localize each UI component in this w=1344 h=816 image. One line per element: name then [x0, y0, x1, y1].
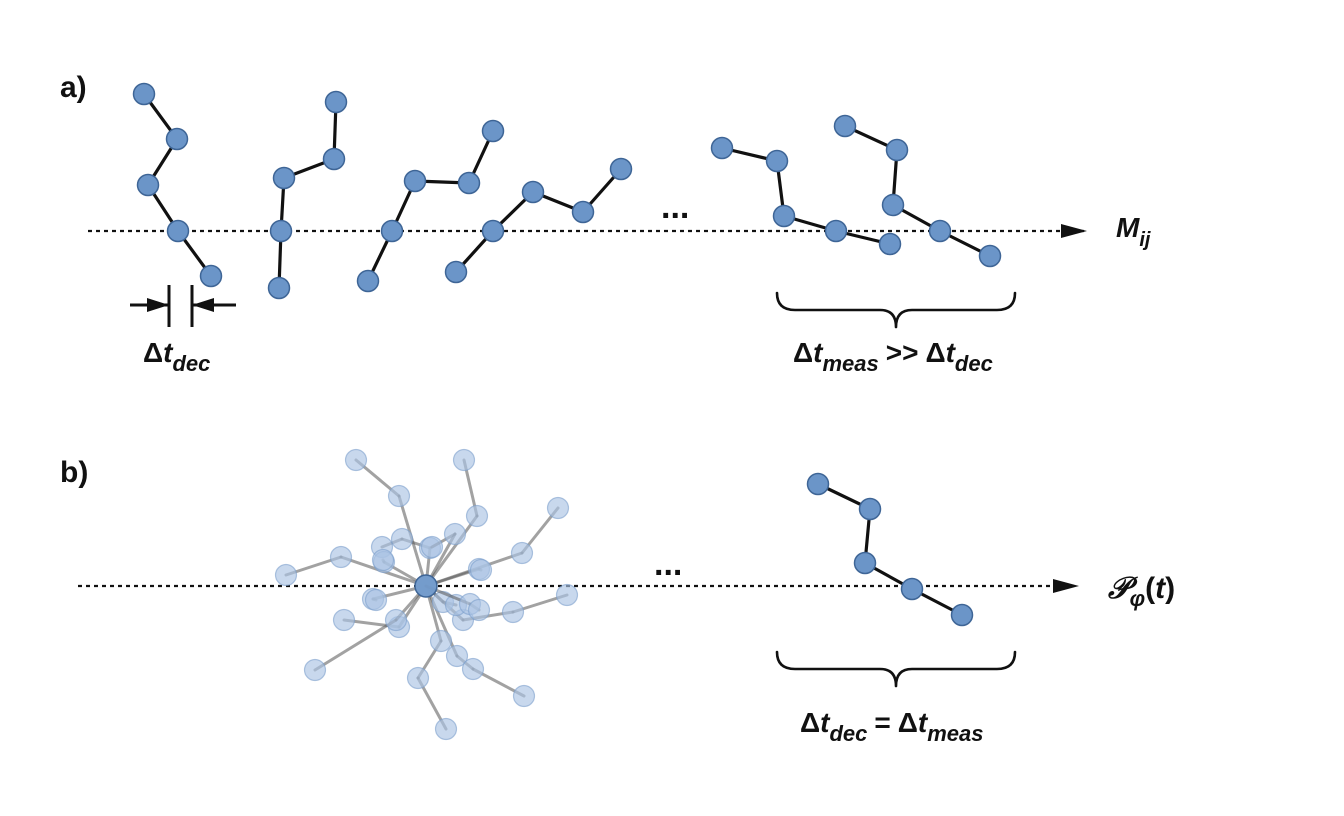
chain-node: [501, 600, 525, 624]
chain-node: [420, 535, 444, 559]
chain-node: [445, 644, 469, 668]
chain-node: [765, 149, 789, 173]
chain-node: [387, 484, 411, 508]
chain-node: [166, 219, 190, 243]
chain-node: [356, 269, 380, 293]
chain-node: [329, 545, 353, 569]
chain-node: [833, 114, 857, 138]
chain-node: [521, 180, 545, 204]
chain-node: [571, 200, 595, 224]
chain-node: [332, 608, 356, 632]
chain-node: [132, 82, 156, 106]
equal-time-label: Δtdec=Δtmeas: [800, 707, 983, 746]
chain-node: [390, 527, 414, 551]
chain-node: [322, 147, 346, 171]
chain-node: [950, 603, 974, 627]
chain-bond: [424, 514, 479, 588]
chain-node: [885, 138, 909, 162]
chain-node: [853, 551, 877, 575]
meas-time-label: Δtmeas>>Δtdec: [793, 337, 993, 376]
chain-node: [267, 276, 291, 300]
panel-a-axis-label: Mij: [1116, 212, 1151, 251]
chain-node: [165, 127, 189, 151]
chain-node: [609, 157, 633, 181]
dec-time-indicator: [130, 285, 236, 327]
chain-bond: [424, 584, 459, 658]
panel-b: b) 𝒫φ(t) ... Δtdec=Δtmeas: [60, 448, 1175, 746]
panel-b-label: b): [60, 456, 88, 489]
measured-chain: [806, 472, 974, 627]
chain-node: [710, 136, 734, 160]
chain-node: [467, 598, 491, 622]
chain-node: [928, 219, 952, 243]
chain-node: [303, 658, 327, 682]
panel-b-meas-brace: [775, 650, 1017, 688]
chain-node: [881, 193, 905, 217]
chain-bond: [313, 618, 398, 672]
chain-node: [824, 219, 848, 243]
chain-node: [429, 629, 453, 653]
chain-node: [465, 504, 489, 528]
panel-a-label: a): [60, 71, 87, 104]
chain-node: [344, 448, 368, 472]
chain-node: [269, 219, 293, 243]
chain-node: [878, 232, 902, 256]
chain-node: [371, 548, 395, 572]
chain-node: [806, 472, 830, 496]
chain-node: [452, 448, 476, 472]
superposition-burst: [274, 448, 579, 741]
chain-node: [434, 717, 458, 741]
chain-node: [444, 260, 468, 284]
chain-node: [978, 244, 1002, 268]
chain-node: [772, 204, 796, 228]
panel-a: a) Mij ... Δtdec Δtmeas>>Δtdec: [60, 71, 1151, 376]
burst-center-node: [414, 574, 438, 598]
dec-time-label: Δtdec: [143, 337, 210, 376]
chain-node: [364, 588, 388, 612]
chain-node: [380, 219, 404, 243]
chain-node: [199, 264, 223, 288]
chain-node: [481, 219, 505, 243]
panel-b-axis-label: 𝒫φ(t): [1107, 572, 1175, 611]
chain-node: [324, 90, 348, 114]
chain-node: [555, 583, 579, 607]
chain-node: [274, 563, 298, 587]
chain-node: [546, 496, 570, 520]
chain-node: [272, 166, 296, 190]
panel-a-meas-brace: [775, 291, 1017, 329]
chain-node: [461, 657, 485, 681]
chain-node: [403, 169, 427, 193]
chain-node: [900, 577, 924, 601]
panel-b-ellipsis: ...: [654, 545, 682, 583]
panel-a-chains: [132, 82, 1002, 300]
chain-node: [858, 497, 882, 521]
chain-node: [469, 558, 493, 582]
chain-node: [457, 171, 481, 195]
chain-node: [443, 522, 467, 546]
panel-a-ellipsis: ...: [661, 188, 689, 226]
chain-node: [384, 608, 408, 632]
chain-node: [136, 173, 160, 197]
chain-node: [481, 119, 505, 143]
chain-node: [510, 541, 534, 565]
chain-node: [512, 684, 536, 708]
chain-node: [406, 666, 430, 690]
